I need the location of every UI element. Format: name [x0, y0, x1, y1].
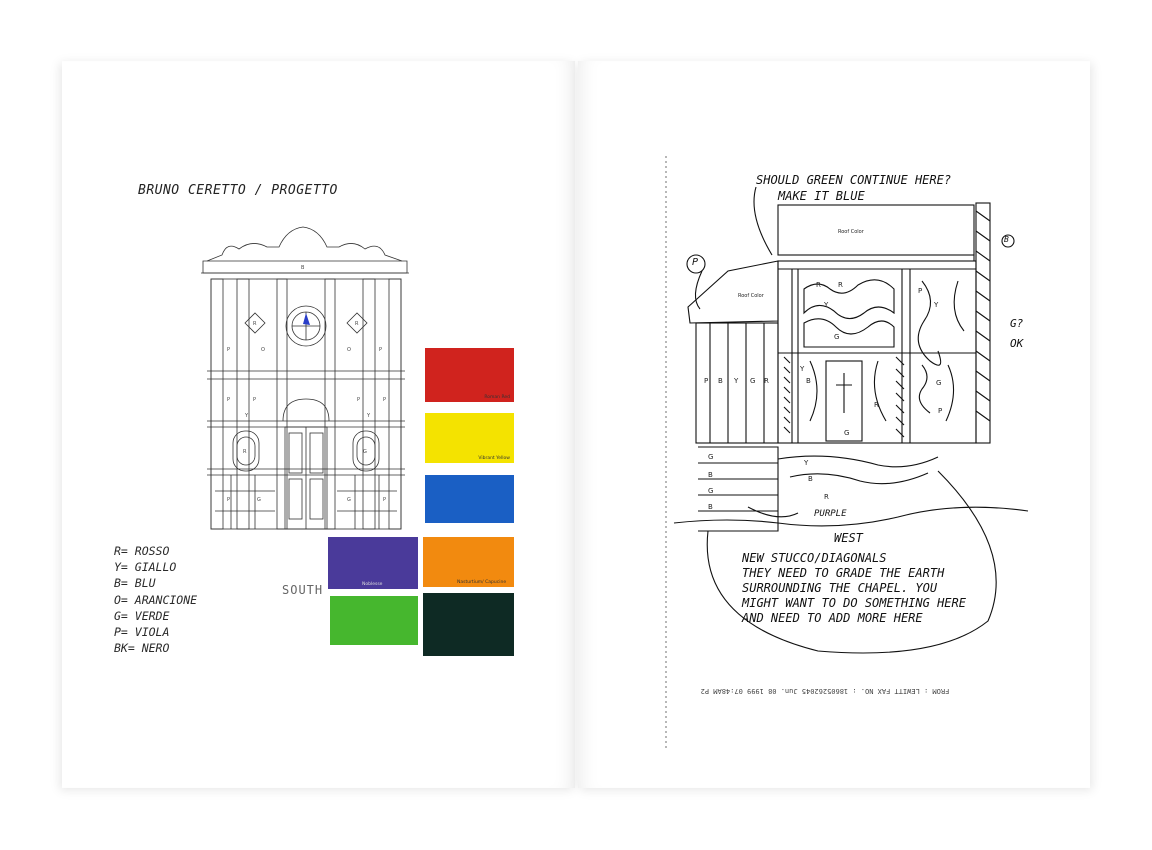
svg-text:G: G: [844, 429, 849, 437]
svg-text:P: P: [379, 347, 382, 353]
instruction-note: NEW STUCCO/DIAGONALS THEY NEED TO GRADE …: [742, 551, 966, 626]
svg-text:Y: Y: [733, 377, 739, 385]
svg-text:P: P: [383, 397, 386, 403]
svg-text:B: B: [708, 471, 713, 479]
annotation-make-blue: MAKE IT BLUE: [778, 189, 865, 203]
label-west: WEST: [834, 531, 863, 545]
annotation-top: SHOULD GREEN CONTINUE HERE?: [756, 173, 952, 187]
label-g-question: G?: [1010, 317, 1024, 330]
svg-text:R: R: [764, 377, 769, 385]
svg-text:Roof Color: Roof Color: [738, 293, 765, 299]
blue-swatch: [425, 475, 514, 523]
red-swatch: Roman Red: [425, 348, 514, 402]
svg-text:Y: Y: [823, 301, 829, 309]
svg-text:G: G: [363, 449, 367, 455]
black-swatch: [423, 593, 514, 656]
legend-item: P= VIOLA: [114, 625, 170, 640]
svg-text:B: B: [708, 503, 713, 511]
svg-text:G: G: [708, 453, 713, 461]
legend-item: O= ARANCIONE: [114, 592, 198, 607]
svg-text:B: B: [808, 475, 813, 483]
svg-text:P: P: [253, 397, 256, 403]
label-ok: OK: [1010, 337, 1024, 350]
svg-text:Y: Y: [366, 413, 371, 419]
yellow-swatch: Vibrant Yellow: [425, 413, 514, 463]
note-line: AND NEED TO ADD MORE HERE: [742, 611, 923, 625]
svg-text:G: G: [257, 497, 261, 503]
svg-text:R: R: [824, 493, 829, 501]
svg-text:P: P: [227, 497, 230, 503]
svg-text:R: R: [816, 281, 821, 289]
svg-text:O: O: [261, 347, 265, 353]
left-page: BRUNO CERETTO / PROGETTO: [62, 61, 575, 788]
orange-swatch: Nasturtium/ Capucine: [423, 537, 514, 587]
svg-text:P: P: [704, 377, 708, 385]
legend-item: R= ROSSO: [114, 544, 170, 558]
svg-text:B: B: [718, 377, 723, 385]
purple-swatch-label: Noblesse: [362, 582, 383, 587]
note-line: MIGHT WANT TO DO SOMETHING HERE: [742, 596, 966, 610]
svg-text:P: P: [383, 497, 386, 503]
green-swatch: [330, 596, 418, 645]
label-p: P: [692, 257, 699, 268]
svg-text:R: R: [838, 281, 843, 289]
page-title: BRUNO CERETTO / PROGETTO: [138, 183, 338, 198]
legend-item: Y= GIALLO: [114, 560, 177, 575]
svg-text:G: G: [834, 333, 839, 341]
svg-text:R: R: [243, 449, 247, 455]
yellow-swatch-label: Vibrant Yellow: [478, 456, 510, 461]
svg-text:Y: Y: [933, 301, 939, 309]
purple-swatch: Noblesse: [328, 537, 418, 589]
svg-text:Y: Y: [799, 365, 805, 373]
fax-footer: FROM : LEWITT FAX NO. : 18605262045 Jun.…: [700, 687, 950, 695]
svg-text:G: G: [936, 379, 941, 387]
svg-text:G: G: [708, 487, 713, 495]
svg-text:R: R: [874, 401, 879, 409]
right-page: SHOULD GREEN CONTINUE HERE? MAKE IT BLUE: [578, 61, 1090, 788]
svg-text:R: R: [355, 321, 359, 327]
facade-drawing: B R R P O O P P P P P R G Y Y P G G P: [201, 226, 409, 530]
legend-item: G= VERDE: [114, 608, 170, 623]
svg-text:Roof Color: Roof Color: [838, 229, 865, 235]
svg-text:Y: Y: [244, 413, 249, 419]
svg-text:R: R: [253, 321, 257, 327]
svg-text:G: G: [347, 497, 351, 503]
note-line: NEW STUCCO/DIAGONALS: [742, 551, 887, 565]
label-purple: PURPLE: [814, 509, 847, 519]
svg-text:P: P: [357, 397, 360, 403]
red-swatch-label: Roman Red: [484, 395, 510, 400]
note-line: THEY NEED TO GRADE THE EARTH: [742, 566, 945, 580]
svg-text:P: P: [227, 397, 230, 403]
orange-swatch-label: Nasturtium/ Capucine: [457, 580, 507, 585]
south-label: SOUTH: [282, 583, 324, 597]
svg-text:B: B: [301, 265, 305, 271]
note-line: SURROUNDING THE CHAPEL. YOU: [742, 581, 938, 595]
svg-text:P: P: [938, 407, 942, 415]
legend-item: BK= NERO: [114, 641, 170, 656]
svg-text:P: P: [227, 347, 230, 353]
color-legend: R= ROSSO Y= GIALLO B= BLU O= ARANCIONE G…: [114, 543, 197, 656]
svg-text:Y: Y: [803, 459, 809, 467]
svg-text:P: P: [918, 287, 922, 295]
svg-text:O: O: [347, 347, 351, 353]
svg-text:G: G: [750, 377, 755, 385]
legend-item: B= BLU: [114, 576, 156, 591]
label-b: B: [1004, 235, 1009, 244]
svg-text:B: B: [806, 377, 811, 385]
